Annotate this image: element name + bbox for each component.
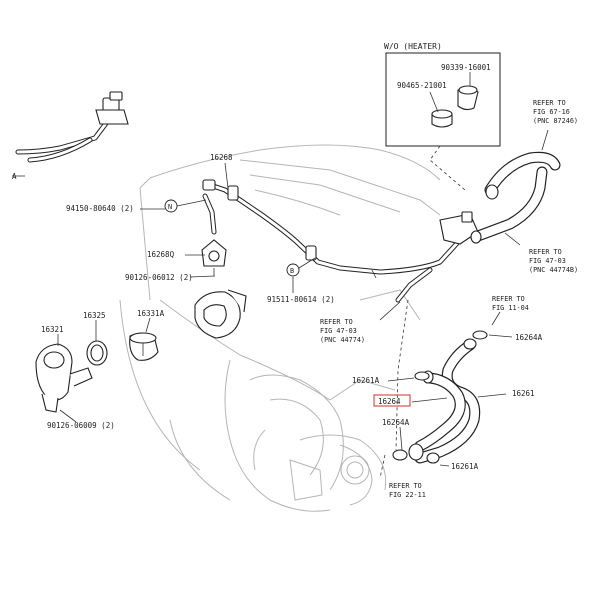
label-16261a-lower: 16261A bbox=[451, 462, 479, 471]
heater-hoses bbox=[470, 151, 561, 244]
svg-text:FIG 11-04: FIG 11-04 bbox=[492, 304, 529, 312]
label-90126-06012: 90126-06012 (2) bbox=[125, 273, 193, 282]
mark-b: B bbox=[290, 267, 294, 275]
svg-text:(PNC 44774B): (PNC 44774B) bbox=[529, 266, 578, 274]
label-16261a-mid: 16261A bbox=[352, 376, 380, 385]
inset-label-90465: 90465-21001 bbox=[397, 81, 447, 90]
heater-inset-box bbox=[385, 52, 501, 147]
mark-n: N bbox=[168, 203, 172, 211]
label-16264-highlighted: 16264 bbox=[378, 397, 401, 406]
engine-background bbox=[119, 144, 441, 512]
svg-text:FIG 22-11: FIG 22-11 bbox=[389, 491, 426, 499]
label-94150: 94150-80640 (2) bbox=[66, 204, 134, 213]
label-16261: 16261 bbox=[512, 389, 535, 398]
label-90126-06009: 90126-06009 (2) bbox=[47, 421, 115, 430]
label-91511: 91511-80614 (2) bbox=[267, 295, 335, 304]
edge-label-a: A bbox=[12, 172, 17, 181]
label-16325: 16325 bbox=[83, 311, 106, 320]
clamp-mid bbox=[414, 371, 430, 381]
svg-text:FIG 67-16: FIG 67-16 bbox=[533, 108, 570, 116]
clamp-low-left bbox=[392, 449, 408, 461]
top-left-pipe-assembly bbox=[12, 91, 129, 177]
label-16321: 16321 bbox=[41, 325, 64, 334]
ref-fig-11-04: REFER TO FIG 11-04 bbox=[492, 295, 529, 312]
label-16264a-lower: 16264A bbox=[382, 418, 410, 427]
svg-text:REFER TO: REFER TO bbox=[320, 318, 353, 326]
ref-fig-67-16: REFER TO FIG 67-16 (PNC 87246) bbox=[533, 99, 578, 125]
svg-text:REFER TO: REFER TO bbox=[529, 248, 562, 256]
water-outlet-16321 bbox=[35, 343, 93, 413]
radiator-hoses bbox=[408, 338, 481, 464]
inset-label-90339: 90339-16001 bbox=[441, 63, 491, 72]
ref-fig-22-11: REFER TO FIG 22-11 bbox=[389, 482, 426, 499]
svg-text:(PNC 44774): (PNC 44774) bbox=[320, 336, 365, 344]
water-bypass-pipe bbox=[202, 179, 479, 303]
label-16264a-upper: 16264A bbox=[515, 333, 543, 342]
inset-title: W/O (HEATER) bbox=[384, 42, 442, 51]
highlight-box-16264 bbox=[373, 394, 411, 407]
water-inlet-housing bbox=[194, 239, 247, 339]
svg-text:FIG 47-03: FIG 47-03 bbox=[320, 327, 357, 335]
svg-text:REFER TO: REFER TO bbox=[492, 295, 525, 303]
ref-fig-47-03-mid: REFER TO FIG 47-03 (PNC 44774) bbox=[320, 318, 365, 344]
clamp-low-right bbox=[426, 452, 440, 464]
label-16268q: 16268Q bbox=[147, 250, 175, 259]
ref-fig-47-03-right: REFER TO FIG 47-03 (PNC 44774B) bbox=[529, 248, 578, 274]
svg-text:FIG 47-03: FIG 47-03 bbox=[529, 257, 566, 265]
label-16268: 16268 bbox=[210, 153, 233, 162]
svg-text:(PNC 87246): (PNC 87246) bbox=[533, 117, 578, 125]
label-16331a: 16331A bbox=[137, 309, 165, 318]
gasket-16325 bbox=[86, 340, 108, 366]
thermostat-16331a bbox=[129, 332, 159, 361]
svg-text:REFER TO: REFER TO bbox=[389, 482, 422, 490]
svg-text:REFER TO: REFER TO bbox=[533, 99, 566, 107]
clamp-upper bbox=[472, 330, 488, 340]
